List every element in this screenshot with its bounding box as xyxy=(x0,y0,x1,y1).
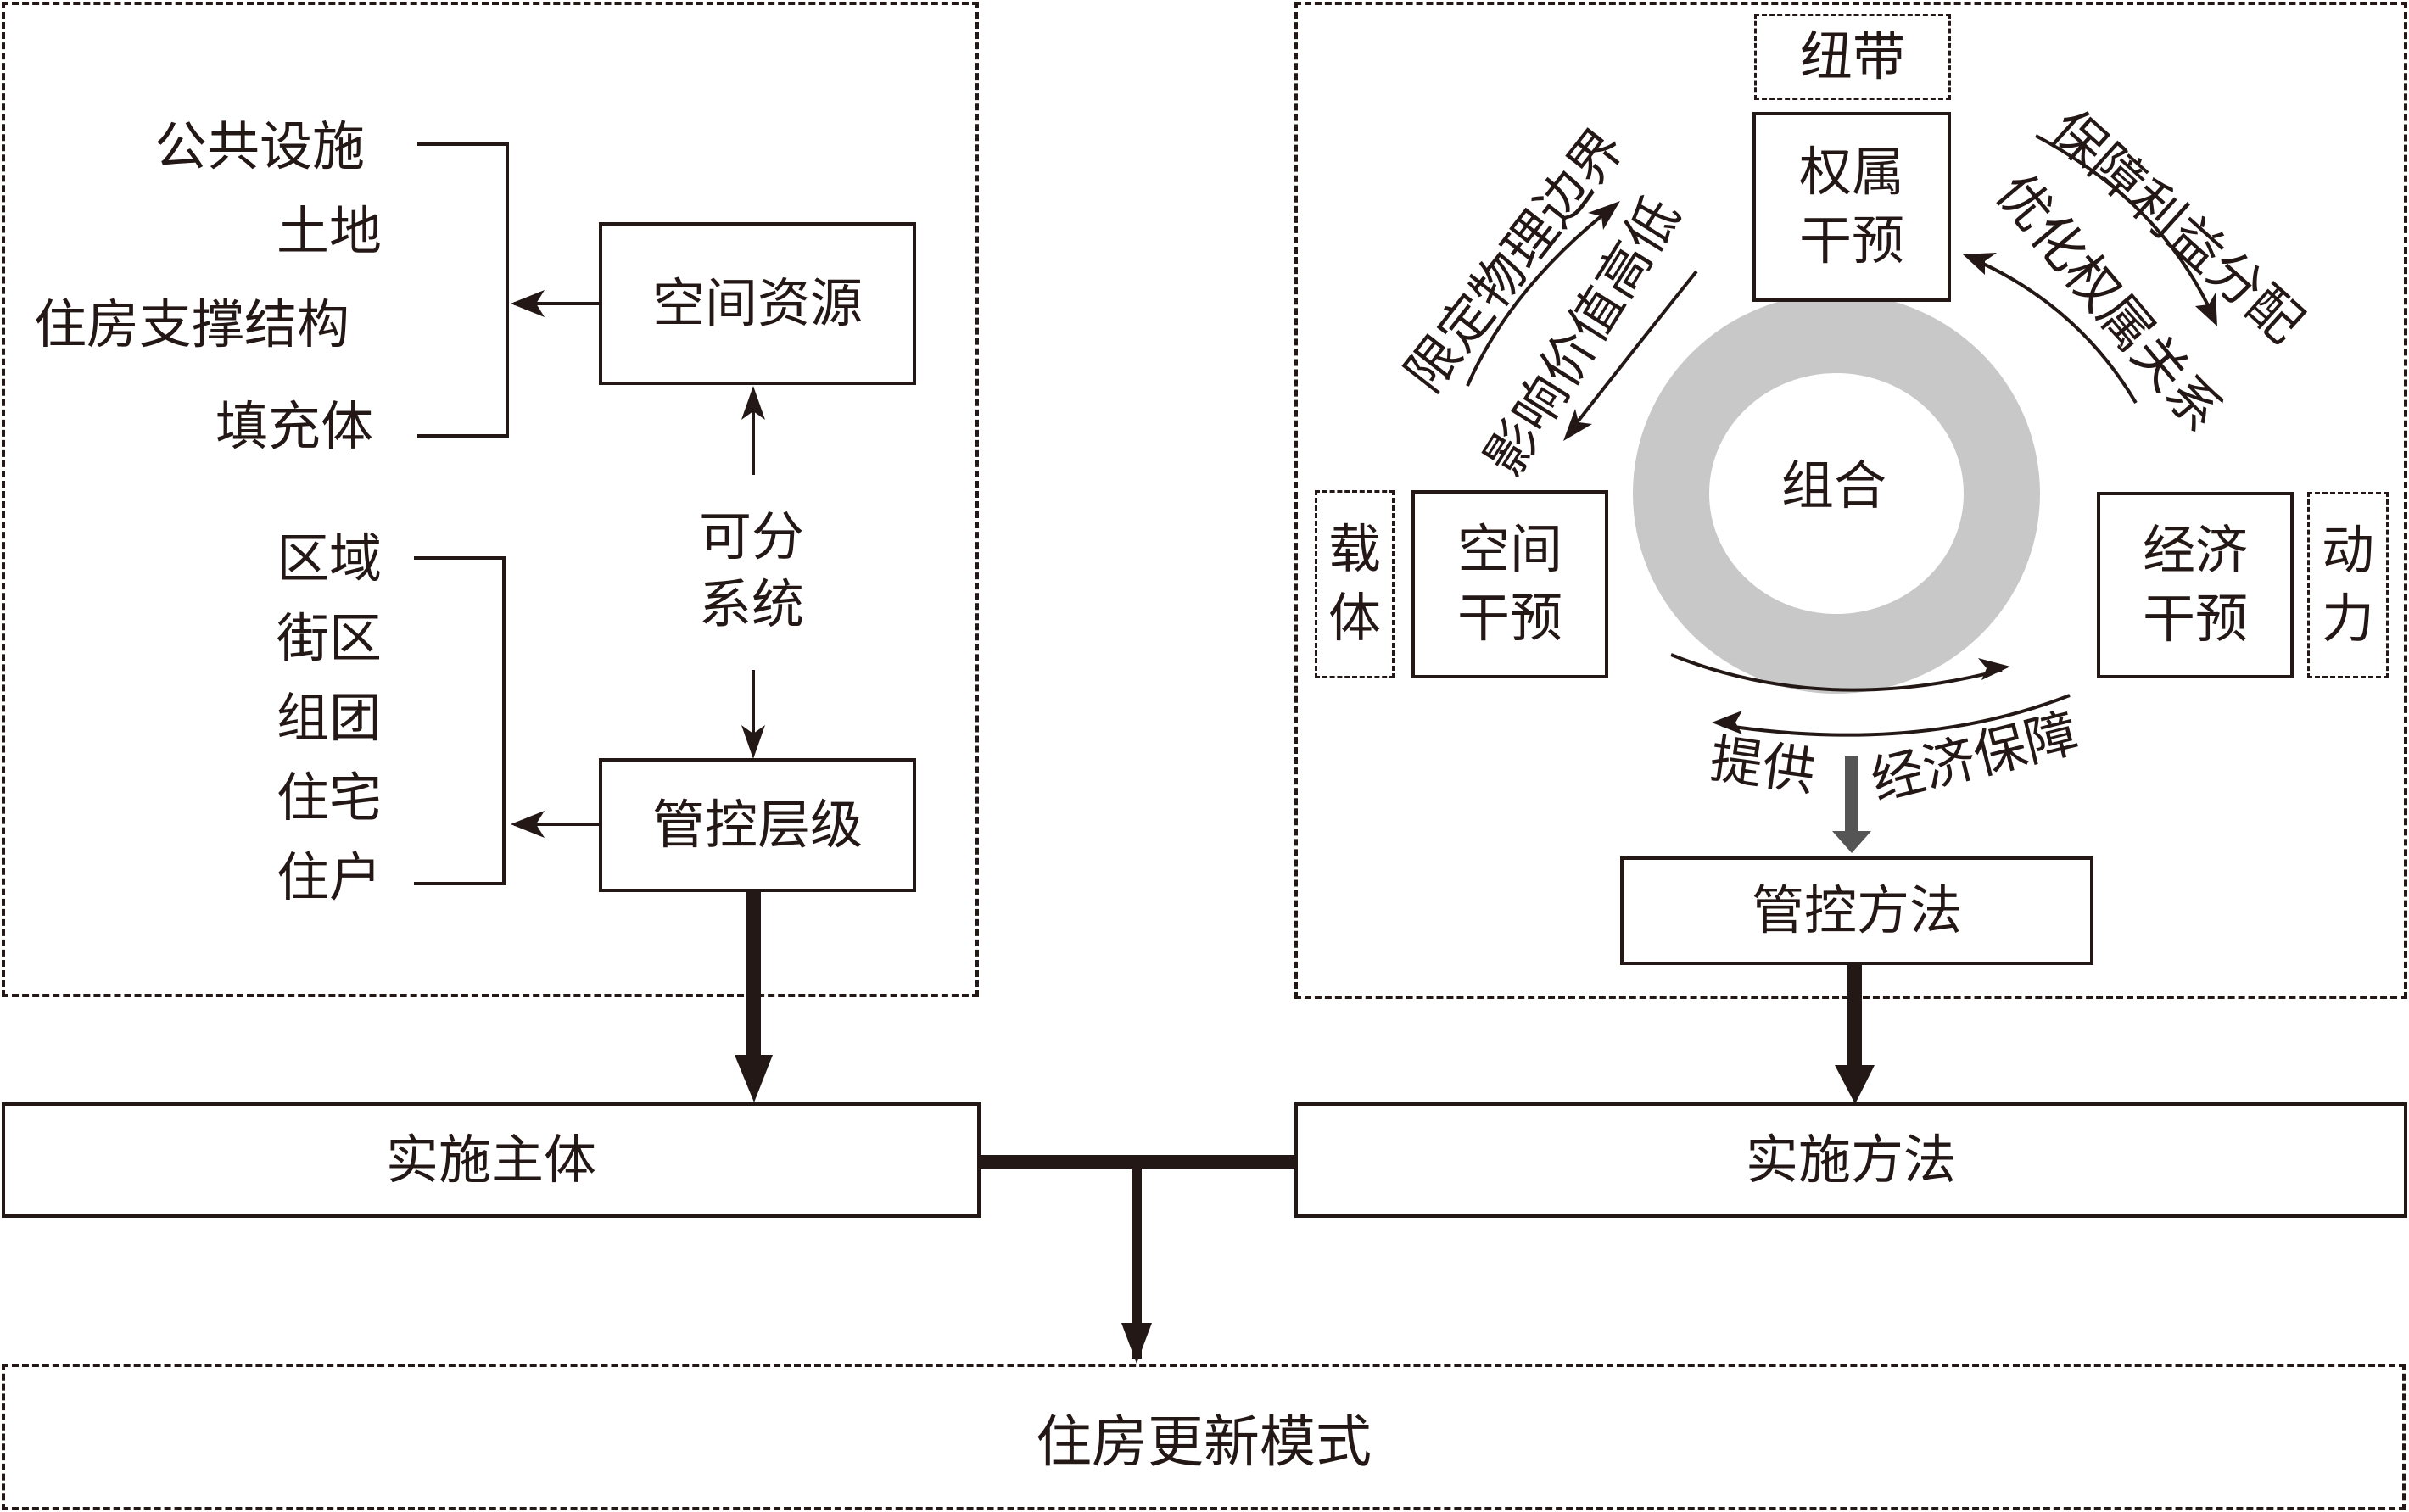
arc-optimize xyxy=(1971,257,2138,405)
space-resource-box: 空间资源 xyxy=(599,222,916,385)
ownership-box: 权属 干预 xyxy=(1752,112,1951,302)
control-levels-box: 管控层级 xyxy=(599,758,916,892)
arc-guarantee xyxy=(2035,134,2216,319)
arc-define-boundary xyxy=(1466,206,1613,387)
resource-item: 填充体 xyxy=(215,395,374,457)
housing-mode-label: 住房更新模式 xyxy=(1036,1409,1372,1475)
level-item: 住户 xyxy=(277,846,383,908)
level-bracket xyxy=(414,556,506,885)
divisible-label-1: 可分 xyxy=(699,505,805,567)
control-method-box: 管控方法 xyxy=(1620,856,2093,965)
arc-bottom-left xyxy=(1721,694,2071,737)
space-resource-label: 空间资源 xyxy=(651,271,863,334)
resource-item: 公共设施 xyxy=(154,115,366,177)
economy-box: 经济 干预 xyxy=(2097,492,2294,678)
connector-stem xyxy=(1132,1162,1142,1359)
arc-affect-value xyxy=(1568,270,1698,434)
link-tag: 纽带 xyxy=(1754,14,1951,100)
ring-inner xyxy=(1709,373,1964,614)
housing-mode-box: 住房更新模式 xyxy=(2,1364,2406,1510)
control-levels-label: 管控层级 xyxy=(651,793,863,856)
center-label: 组合 xyxy=(1781,455,1887,516)
implement-subject-box: 实施主体 xyxy=(2,1102,981,1218)
space-intervention-box: 空间 干预 xyxy=(1411,490,1608,678)
resource-item: 土地 xyxy=(277,200,383,262)
power-tag: 动 力 xyxy=(2307,492,2389,678)
divisible-label-2: 系统 xyxy=(699,573,805,635)
thick-arrow-left xyxy=(746,892,761,1057)
resource-item: 住房支撑结构 xyxy=(34,293,350,355)
left-panel xyxy=(2,2,979,997)
implement-method-box: 实施方法 xyxy=(1294,1102,2407,1218)
thick-arrow-right xyxy=(1847,962,1862,1072)
carrier-tag: 载 体 xyxy=(1315,490,1395,678)
resource-bracket xyxy=(417,142,509,438)
level-item: 街区 xyxy=(277,607,383,669)
gray-arrow xyxy=(1845,756,1858,838)
arc-bottom-right xyxy=(1670,653,2003,692)
level-item: 区域 xyxy=(277,527,383,589)
level-item: 组团 xyxy=(277,687,383,749)
level-item: 住宅 xyxy=(277,767,383,829)
